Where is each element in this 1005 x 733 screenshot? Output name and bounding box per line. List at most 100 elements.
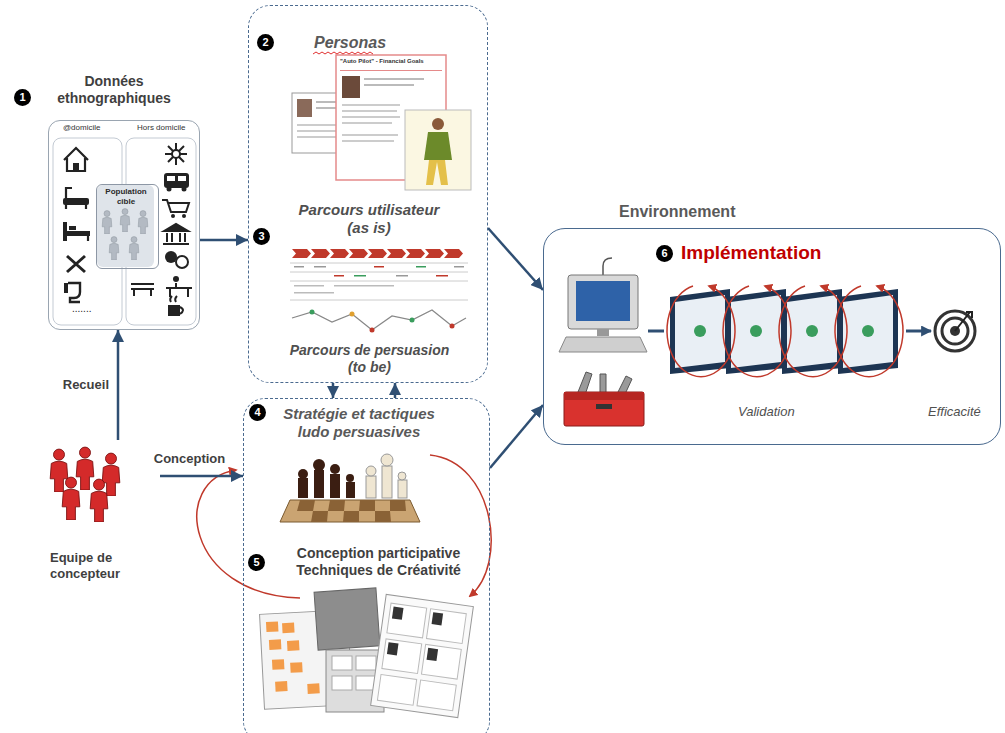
panel-heading: Données ethnographiques: [44, 73, 184, 107]
workshop-photos: [290, 662, 303, 673]
outside-icons: [165, 143, 187, 165]
workshop-photos: [377, 674, 416, 705]
journey-map: [416, 266, 426, 268]
population-figures: [102, 211, 112, 234]
workshop-photos: [417, 680, 456, 711]
workshop-photos: [266, 621, 279, 632]
chess-illustration: [346, 474, 354, 482]
outside-icons: [163, 233, 189, 244]
iteration-loops: [667, 286, 735, 377]
callout-number: 3: [253, 228, 270, 245]
group-box: Stratégie et tactiques ludo persuasivesC…: [243, 398, 490, 733]
computer-illustration: [597, 329, 609, 336]
context-panels: [53, 138, 196, 325]
screen-illustrations: [731, 295, 781, 368]
journey-map: [311, 249, 330, 258]
population-label: Population cible: [97, 187, 155, 206]
team-figures: [76, 447, 94, 490]
journey-map: [425, 249, 444, 258]
flow-arrow: [490, 405, 543, 468]
team-figures: [50, 447, 120, 522]
workshop-photos: [371, 594, 474, 717]
outside-icons: [164, 173, 189, 188]
data-panel: Données ethnographiquesPopulation cible: [48, 120, 200, 330]
computer-illustration: [568, 275, 638, 329]
population-figures: [129, 237, 139, 260]
target-illustration: [935, 311, 975, 351]
persona-cards: [342, 76, 360, 98]
outside-icons: [182, 214, 186, 218]
section-title: Stratégie et tactiques ludo persuasives: [269, 405, 449, 441]
workshop-photos: [382, 639, 422, 674]
workshop-photos: [275, 681, 288, 692]
workshop-photos: [307, 683, 320, 694]
persona-cards: [292, 55, 471, 190]
journey-map: [436, 275, 448, 277]
journey-map: [350, 312, 355, 317]
ellipsis-mark: .......: [72, 303, 91, 315]
journey-map: [310, 310, 315, 315]
chess-illustration: [390, 500, 406, 511]
edge-label: Recueil: [61, 377, 111, 393]
callout-number: 1: [14, 89, 31, 106]
home-icons: [66, 205, 86, 209]
screen-illustrations: [750, 325, 762, 337]
journey-map: [410, 318, 415, 323]
workshop-photos: [371, 594, 474, 717]
journey-map: [406, 249, 425, 258]
journey-map: [314, 266, 326, 268]
persona-cards: [432, 118, 444, 130]
outside-icons: [131, 143, 192, 316]
iteration-loops: [779, 286, 847, 377]
outside-icons: [182, 187, 187, 192]
callout-number: 6: [656, 245, 673, 262]
result-arrow: [906, 330, 931, 333]
iteration-loops: [723, 286, 791, 377]
dash-link: [648, 330, 664, 333]
iteration-loops: [667, 286, 903, 377]
screen-illustrations: [694, 325, 706, 337]
home-icons: [63, 231, 90, 236]
outside-icons: [167, 187, 172, 192]
journey-map: [294, 285, 324, 287]
chess-illustration: [366, 466, 376, 476]
screen-illustrations: [806, 325, 818, 337]
workshop-photos: [332, 676, 352, 690]
journey-map: [292, 310, 466, 330]
chess-illustration: [314, 470, 324, 498]
screen-illustrations: [843, 295, 893, 368]
computer-illustration: [576, 281, 630, 321]
journey-map: [349, 249, 368, 258]
population-figures: [120, 209, 130, 232]
iteration-loops: [835, 286, 903, 377]
workshop-photos: [432, 612, 444, 625]
context-label: Hors domicile: [137, 123, 185, 133]
environment-heading: Environnement: [619, 202, 819, 221]
persona-cards: [364, 78, 424, 80]
journey-map: [294, 266, 304, 268]
home-icons: [64, 148, 88, 171]
creative-loop: [197, 470, 300, 598]
implementation-title: Implémentation: [681, 242, 901, 265]
workshop-photos: [427, 648, 439, 661]
chess-illustration: [298, 478, 308, 498]
chess-illustration: [359, 500, 375, 511]
journey-map: [454, 266, 464, 268]
edge-label: Conception: [152, 451, 228, 467]
team-figures: [102, 453, 120, 496]
workshop-photos: [272, 659, 285, 670]
persona-cards: [364, 84, 414, 86]
workshop-photos: [387, 603, 427, 638]
spelling-underline: [313, 52, 373, 54]
workshop-photos: [314, 588, 380, 650]
population-figures: [109, 237, 119, 260]
home-icons: [73, 163, 79, 171]
flow-arrow: [200, 239, 248, 242]
toolbox-illustration: [578, 372, 632, 392]
screen-illustrations: [787, 295, 837, 368]
screen-illustrations: [670, 289, 730, 374]
section-title: Parcours utilisateur (as is): [289, 201, 449, 237]
